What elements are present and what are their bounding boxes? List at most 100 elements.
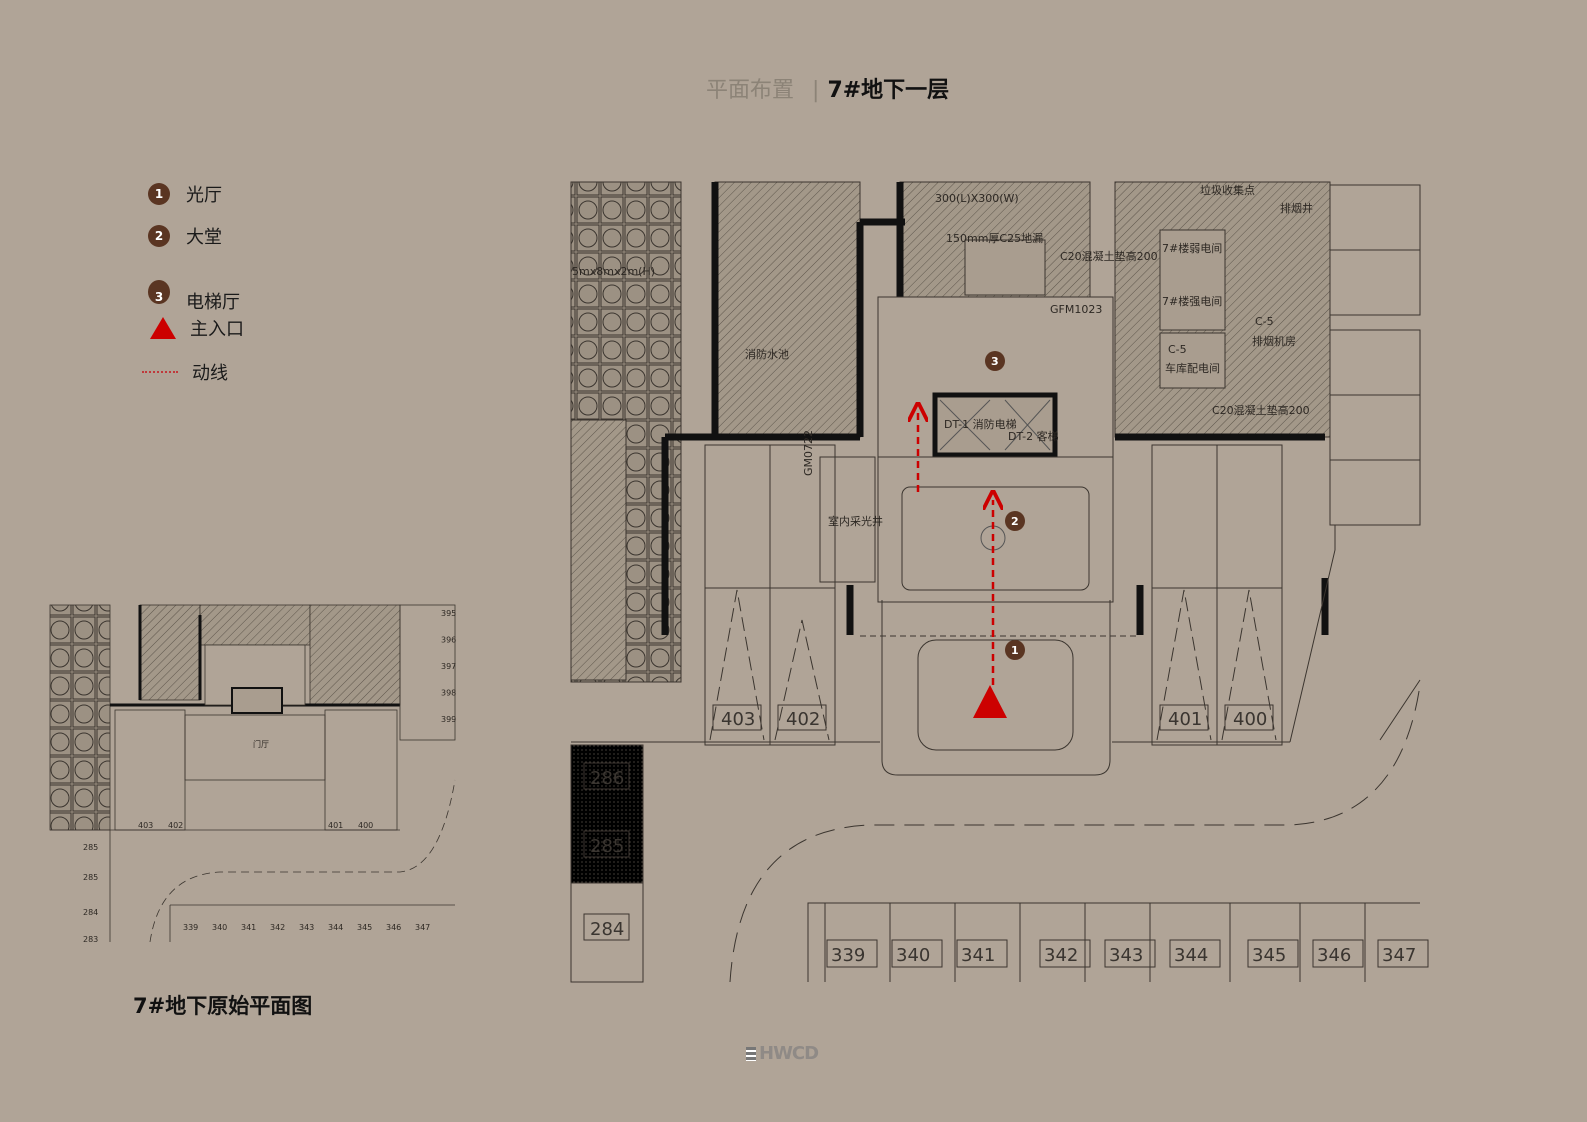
floor-title: 7#地下一层 — [827, 78, 950, 103]
parking-number: 340 — [212, 923, 227, 932]
door-label: GM0722 — [802, 430, 815, 476]
upper-parking — [704, 444, 1283, 746]
parking-number: 283 — [83, 935, 98, 944]
marker-number: 3 — [991, 355, 999, 368]
room-label-c5: C-5 — [1255, 315, 1274, 328]
legend-label: 大堂 — [186, 227, 222, 248]
room-label-fire-elevator: DT-1 消防电梯 — [944, 417, 1017, 431]
right-parking — [1329, 184, 1421, 526]
parking-stall-box — [1169, 939, 1221, 968]
parking-number: 402 — [786, 709, 820, 730]
parking-number: 284 — [83, 908, 98, 917]
original-plan-caption: 7#地下原始平面图 — [133, 994, 313, 1018]
room-label-c20: C20混凝土垫高200 — [1060, 249, 1158, 263]
parking-stall-box — [1312, 939, 1364, 968]
parking-number: 401 — [328, 821, 343, 830]
parking-number: 403 — [721, 709, 755, 730]
marker-lobby: 2 — [1005, 511, 1025, 531]
company-logo: HWCD — [746, 1043, 819, 1064]
parking-number: 343 — [299, 923, 314, 932]
red-dotted-line-icon — [142, 371, 178, 373]
room-label-smoke-shaft: 排烟井 — [1280, 201, 1313, 215]
parking-number: 341 — [961, 945, 995, 966]
parking-number: 341 — [241, 923, 256, 932]
legend-label: 动线 — [192, 363, 228, 384]
marker-light-hall: 1 — [1005, 640, 1025, 660]
elevator-shaft — [932, 392, 1058, 458]
lobby-area — [901, 486, 1090, 591]
driveway — [729, 684, 1421, 983]
red-triangle-icon — [150, 317, 176, 339]
parking-number: 398 — [441, 689, 456, 698]
parking-number: 347 — [1382, 945, 1416, 966]
parking-number: 347 — [415, 923, 430, 932]
room-label-size: 300(L)X300(W) — [935, 192, 1019, 205]
marker-1-icon: 1 — [148, 183, 170, 205]
parking-number: 286 — [590, 768, 624, 789]
parking-number: 339 — [183, 923, 198, 932]
parking-number: 340 — [896, 945, 930, 966]
parking-number: 343 — [1109, 945, 1143, 966]
room-label-light-well: 室内采光井 — [828, 514, 883, 528]
parking-number: 346 — [386, 923, 401, 932]
legend-item-main-entrance: 主入口 — [140, 315, 244, 341]
parking-stall-box — [1104, 939, 1156, 968]
room-label-power-room: 车库配电间 — [1165, 361, 1220, 375]
parking-number: 346 — [1317, 945, 1351, 966]
parking-number: 345 — [1252, 945, 1286, 966]
parking-number: 285 — [83, 843, 98, 852]
legend-item-lobby: 2 大堂 — [140, 223, 222, 249]
parking-stall-box — [891, 939, 943, 968]
entrance-court — [917, 639, 1074, 751]
parking-number: 400 — [1233, 709, 1267, 730]
light-well — [819, 456, 876, 583]
marker-2-icon: 2 — [148, 225, 170, 247]
legend-label: 主入口 — [190, 319, 244, 340]
room-label-smoke-room: 排烟机房 — [1252, 334, 1296, 348]
parking-number: 342 — [1044, 945, 1078, 966]
parking-stall-box — [956, 939, 1008, 968]
room-label-tank: 5mx8mx2m(H) — [572, 265, 655, 278]
room-label-strong-room: 7#楼强电间 — [1162, 294, 1222, 308]
parking-number: 401 — [1168, 709, 1202, 730]
parking-number: 399 — [441, 715, 456, 724]
legend-item-elevator-hall: 3 电梯厅 — [140, 270, 240, 314]
room-label-lobby: 门厅 — [253, 739, 269, 749]
legend-label: 电梯厅 — [186, 292, 240, 313]
parking-stall-box — [1377, 939, 1429, 968]
parking-number: 395 — [441, 609, 456, 618]
parking-number: 285 — [83, 873, 98, 882]
parking-number: 396 — [441, 636, 456, 645]
parking-stall-box — [826, 939, 878, 968]
room-label-c5: C-5 — [1168, 343, 1187, 356]
marker-number: 2 — [1011, 515, 1019, 528]
marker-elevator-hall: 3 — [985, 351, 1005, 371]
parking-stall-box — [1039, 939, 1091, 968]
parking-number: 397 — [441, 662, 456, 671]
logo-mark-icon — [746, 1046, 756, 1061]
marker-3-icon: 3 — [148, 280, 170, 304]
parking-stall-box — [1247, 939, 1299, 968]
parking-number: 284 — [590, 919, 624, 940]
parking-number: 345 — [357, 923, 372, 932]
bottom-parking — [807, 902, 1420, 982]
logo-text: HWCD — [759, 1043, 819, 1064]
title-separator: | — [812, 78, 820, 103]
parking-number: 344 — [328, 923, 343, 932]
section-label: 平面布置 — [706, 78, 795, 103]
page-title: 平面布置 | 7#地下一层 — [706, 72, 949, 104]
room-label-slab: 150mm厚C25地漏 — [946, 232, 1043, 245]
room-label-weak-room: 7#楼弱电间 — [1162, 241, 1222, 255]
room-label-c20: C20混凝土垫高200 — [1212, 403, 1310, 417]
parking-number: 342 — [270, 923, 285, 932]
parking-number: 344 — [1174, 945, 1208, 966]
main-entrance-icon — [973, 685, 1007, 718]
room-label-garbage: 垃圾收集点 — [1200, 183, 1255, 197]
parking-number: 339 — [831, 945, 865, 966]
legend-label: 光厅 — [186, 185, 222, 206]
legend-item-circulation: 动线 — [140, 359, 228, 385]
parking-number: 285 — [590, 836, 624, 857]
room-label-passenger-elevator: DT-2 客梯 — [1008, 429, 1059, 443]
